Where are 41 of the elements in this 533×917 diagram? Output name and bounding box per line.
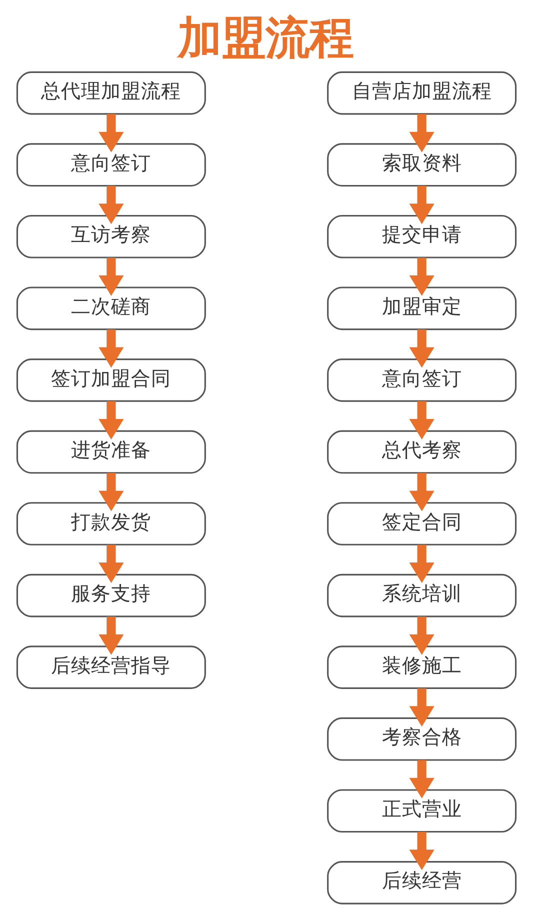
node-box: 考察合格 <box>327 717 517 761</box>
node-box: 加盟审定 <box>327 286 517 330</box>
arrow <box>409 616 434 655</box>
arrow <box>98 544 124 584</box>
arrow <box>98 186 124 224</box>
arrow <box>98 258 124 296</box>
node-box: 意向签订 <box>16 143 206 187</box>
arrow <box>409 688 434 727</box>
arrow <box>409 832 434 870</box>
node-box: 总代考察 <box>327 430 517 474</box>
node-box: 正式营业 <box>327 789 517 833</box>
node-box: 总代理加盟流程 <box>16 71 206 115</box>
node-box: 索取资料 <box>327 143 517 187</box>
diagram-title: 加盟流程 <box>178 12 354 64</box>
arrow <box>409 329 434 368</box>
node-box: 服务支持 <box>16 574 206 618</box>
node-box: 互访考察 <box>16 214 206 258</box>
node-box: 打款发货 <box>16 502 206 546</box>
arrow <box>98 472 124 512</box>
arrow <box>409 760 434 798</box>
node-box: 签定合同 <box>327 502 517 546</box>
arrow <box>409 401 434 440</box>
arrow <box>409 114 434 152</box>
node-box: 二次磋商 <box>16 286 206 330</box>
arrow <box>409 472 434 512</box>
node-box: 系统培训 <box>327 574 517 618</box>
node-box: 提交申请 <box>327 214 517 258</box>
node-box: 进货准备 <box>16 430 206 474</box>
node-box: 装修施工 <box>327 646 517 689</box>
node-box: 意向签订 <box>327 358 517 402</box>
node-box: 自营店加盟流程 <box>327 71 517 115</box>
arrow <box>98 329 124 368</box>
node-box: 后续经营 <box>327 861 517 904</box>
node-box: 后续经营指导 <box>16 646 206 689</box>
arrow <box>98 401 124 440</box>
arrow <box>98 114 124 152</box>
node-box: 签订加盟合同 <box>16 358 206 402</box>
arrow <box>98 616 124 655</box>
arrow <box>409 186 434 224</box>
arrow <box>409 258 434 296</box>
arrow <box>409 544 434 584</box>
